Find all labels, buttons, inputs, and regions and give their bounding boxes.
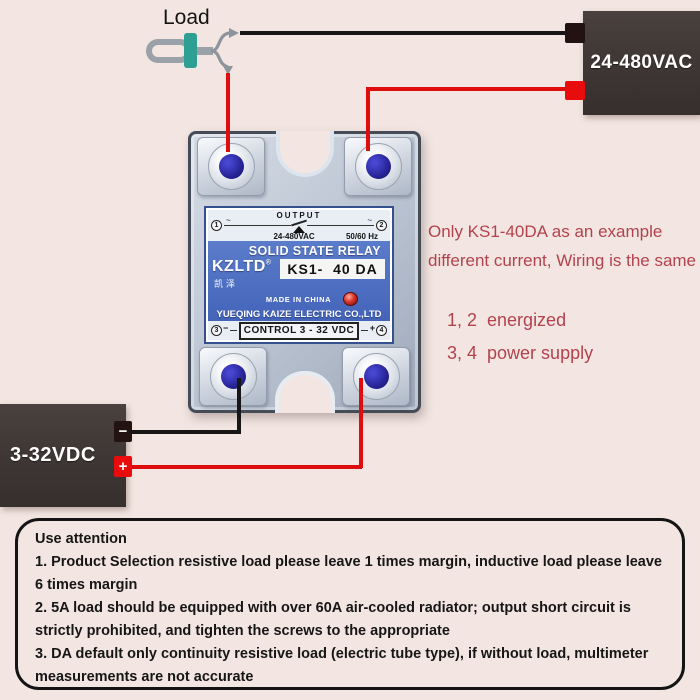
dc-supply-box: 3-32VDC <box>0 404 126 507</box>
wire-ac-to-terminal2-v <box>366 89 370 151</box>
ac-connector-red <box>565 81 585 100</box>
ssr-label: OUTPUT 1 ~ ~ 2 24-480VAC 50/60 Hz <box>204 206 394 344</box>
terminal-circle-2: 2 <box>376 220 387 231</box>
note-line-1: Only KS1-40DA as an example <box>428 222 663 241</box>
output-frequency: 50/60 Hz <box>345 232 378 241</box>
terminal-screw-1 <box>207 143 255 190</box>
note-line-2: different current, Wiring is the same <box>428 251 697 270</box>
control-label: CONTROL 3 - 32 VDC <box>239 321 359 340</box>
registered-mark: ® <box>265 259 272 267</box>
ac-supply-label: 24-480VAC <box>590 52 693 73</box>
dc-connector-plus: + <box>114 456 132 477</box>
wire-splitter-icon <box>210 28 239 75</box>
model-badge: KS1- 40 DA <box>280 259 385 279</box>
power-led-icon <box>343 292 359 306</box>
control-minus: − <box>223 322 229 333</box>
label-blue-area: SOLID STATE RELAY KZLTD® 凯泽 KS1- 40 DA M… <box>208 241 390 321</box>
wire-load-to-ac <box>240 31 566 35</box>
attention-line: measurements are not accurate <box>35 669 254 685</box>
dc-connector-minus: − <box>114 421 132 442</box>
terminal-screw-2 <box>354 143 402 190</box>
wire-terminal3-to-dc-v <box>237 378 241 434</box>
load-lamp-stem <box>197 47 213 55</box>
note-line-3: 1, 2 energized <box>447 310 567 330</box>
wire-terminal3-to-dc-h <box>132 430 240 434</box>
attention-line: strictly prohibited, and tighten the scr… <box>35 623 450 639</box>
ssr-top-notch <box>275 131 334 177</box>
control-strip: 3 − CONTROL 3 - 32 VDC + 4 <box>208 321 390 340</box>
ssr-bottom-notch <box>274 371 335 413</box>
terminal-block-2 <box>344 137 412 196</box>
wire-ac-to-terminal2-h <box>366 87 566 91</box>
attention-panel: Use attention 1. Product Selection resis… <box>15 518 685 690</box>
terminal-circle-3: 3 <box>211 325 222 336</box>
wire-terminal4-to-dc-v <box>359 378 363 468</box>
brand-chinese: 凯泽 <box>214 279 239 289</box>
ac-connector-black <box>565 23 585 43</box>
note-line-4: 3, 4 power supply <box>447 343 594 363</box>
terminal-screw-3 <box>209 353 257 400</box>
output-title: OUTPUT <box>276 211 322 220</box>
control-dash-right <box>360 330 368 331</box>
brand-logo: KZLTD® <box>212 258 272 275</box>
attention-title: Use attention <box>35 531 127 547</box>
wire-load-to-terminal1 <box>226 73 230 152</box>
dc-plus-symbol: + <box>118 458 128 475</box>
output-rating: 24-480VAC <box>273 232 315 241</box>
terminal-block-3 <box>199 347 267 406</box>
terminal-circle-1: 1 <box>211 220 222 231</box>
output-strip: OUTPUT 1 ~ ~ 2 24-480VAC 50/60 Hz <box>208 210 390 241</box>
terminal-block-1 <box>197 137 265 196</box>
control-plus: + <box>369 322 375 333</box>
attention-line: 3. DA default only continuity resistive … <box>35 646 649 662</box>
output-circuit-line: 1 ~ ~ 2 <box>211 216 387 233</box>
ac-tilde-right: ~ <box>367 216 372 225</box>
dc-supply-label: 3-32VDC <box>10 444 96 466</box>
ssr-body: OUTPUT 1 ~ ~ 2 24-480VAC 50/60 Hz <box>188 131 421 413</box>
attention-line: 6 times margin <box>35 577 138 593</box>
terminal-circle-4: 4 <box>376 325 387 336</box>
attention-line: 1. Product Selection resistive load plea… <box>35 554 662 570</box>
made-in-label: MADE IN CHINA <box>265 294 332 304</box>
ac-supply-box: 24-480VAC <box>583 11 700 115</box>
dc-minus-symbol: − <box>118 423 128 440</box>
product-name: SOLID STATE RELAY <box>248 244 381 258</box>
ac-tilde-left: ~ <box>226 216 231 225</box>
attention-line: 2. 5A load should be equipped with over … <box>35 600 631 616</box>
load-lamp-band <box>184 33 197 68</box>
wire-terminal4-to-dc-h <box>132 465 362 469</box>
load-label: Load <box>163 6 210 29</box>
terminal-block-4 <box>342 347 410 406</box>
switch-triangle <box>293 226 305 233</box>
control-dash-left <box>230 330 238 331</box>
company-name: YUEQING KAIZE ELECTRIC CO.,LTD <box>216 309 382 320</box>
